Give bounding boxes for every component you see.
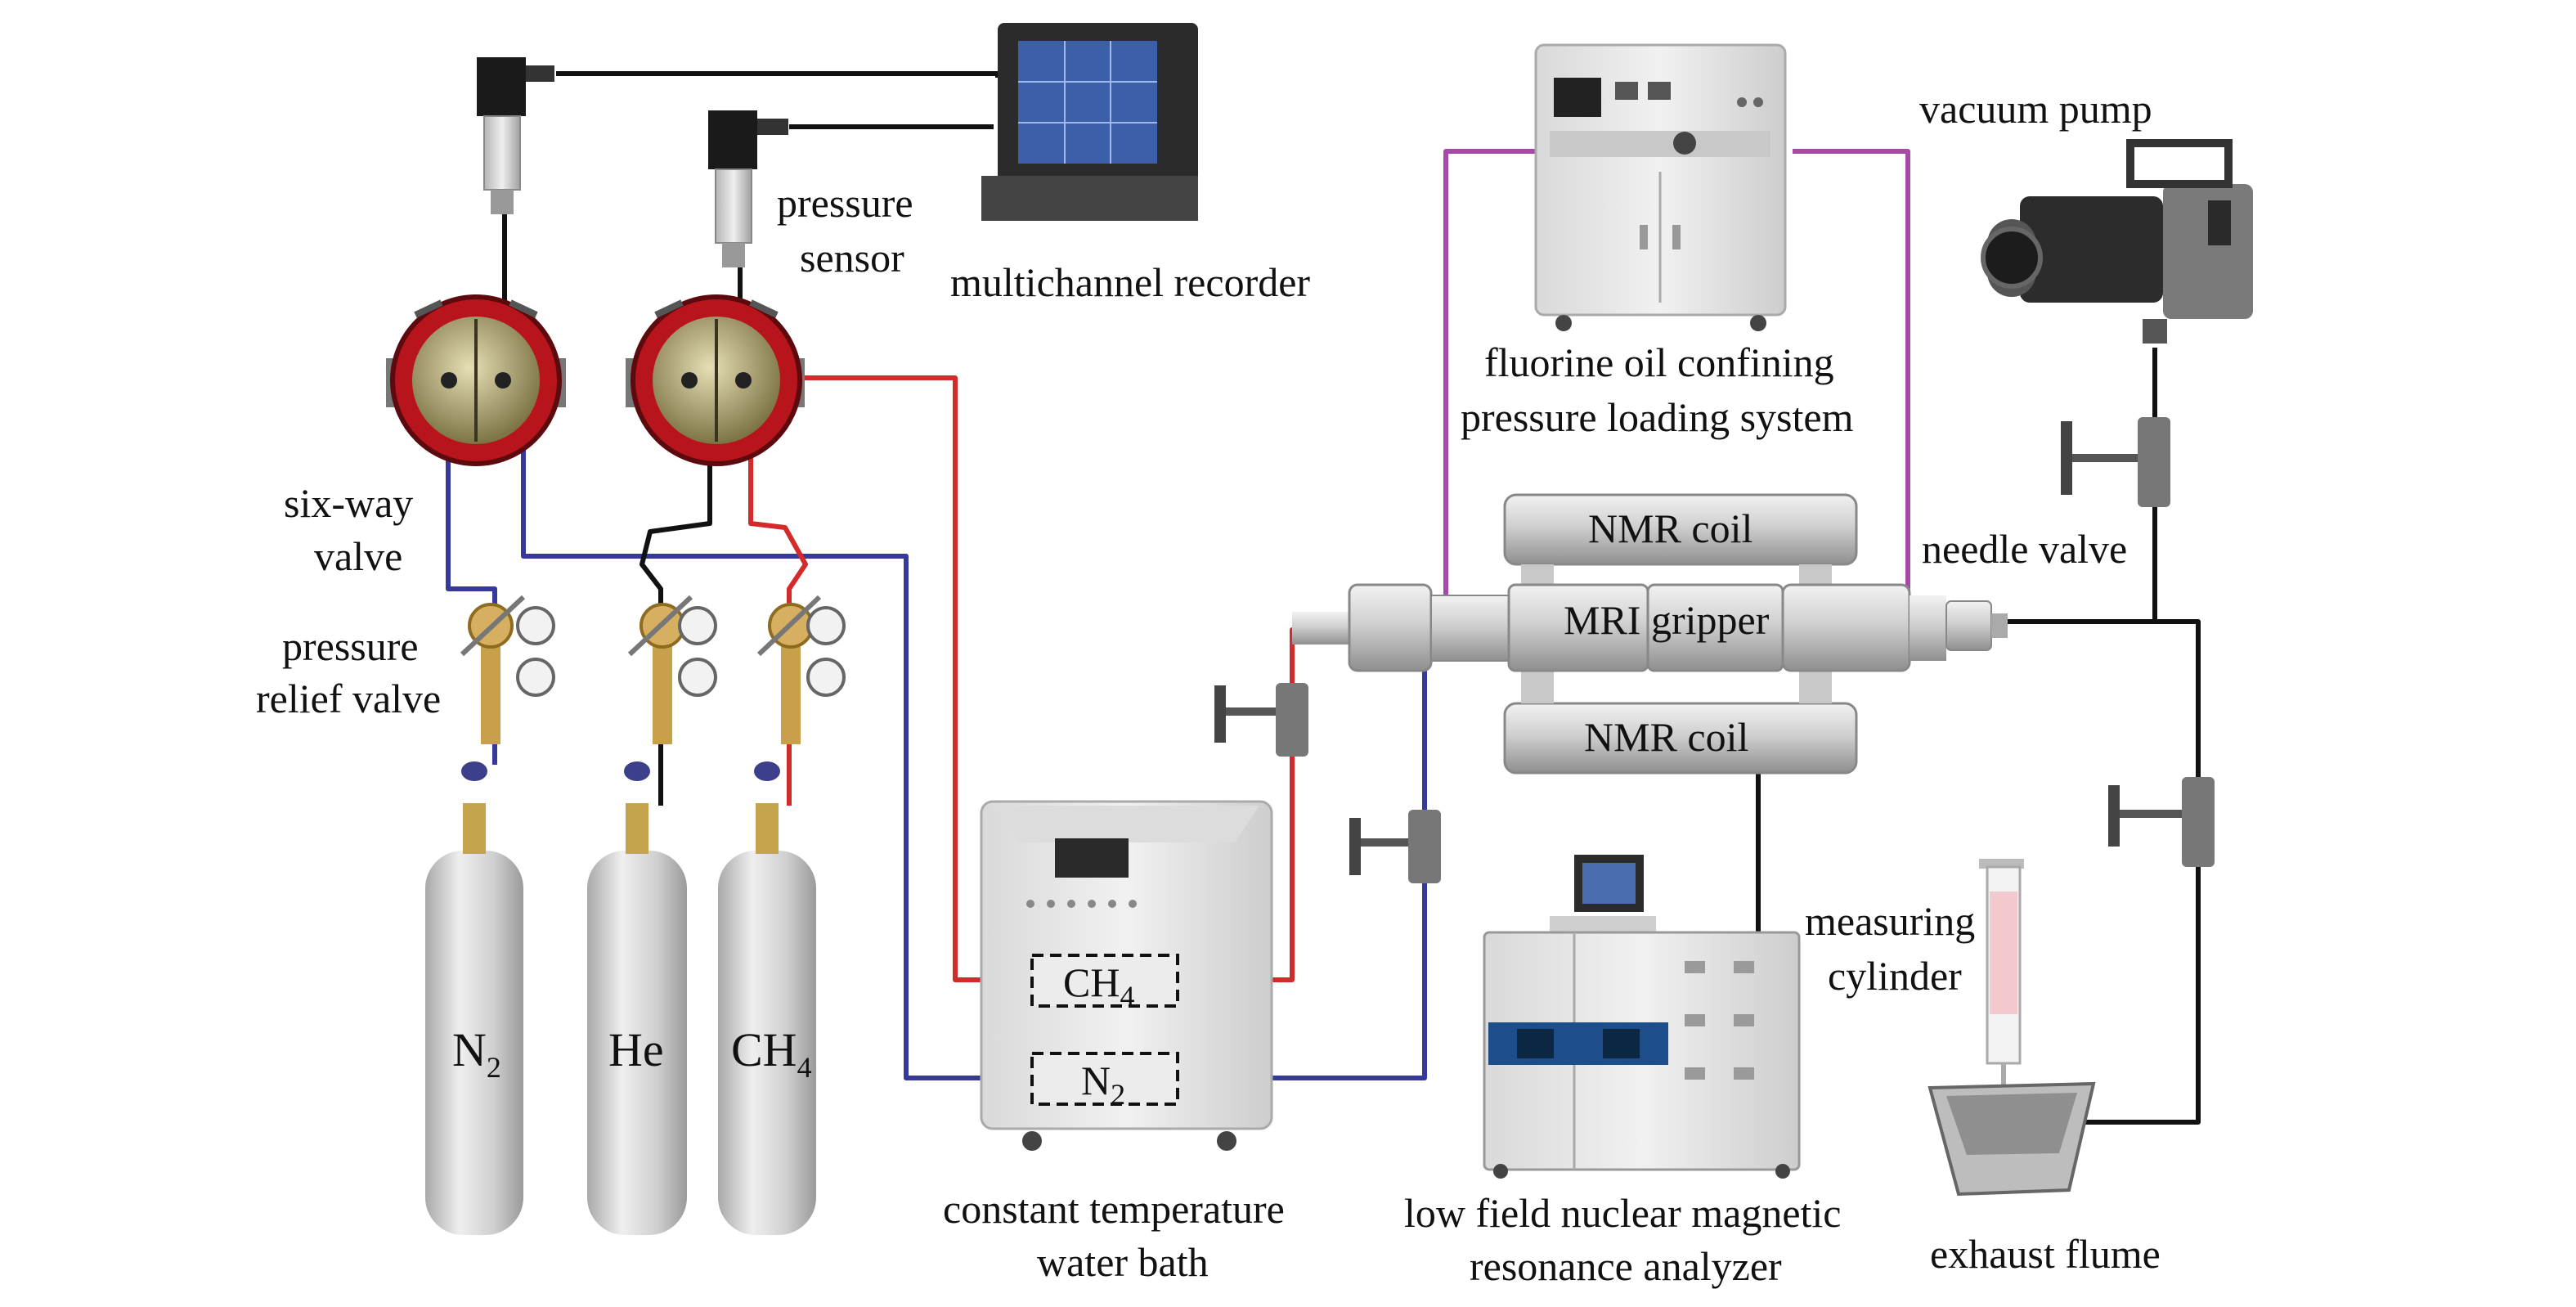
label-exhaust-flume: exhaust flume	[1930, 1231, 2161, 1277]
nmr-analyzer	[1483, 855, 1801, 1179]
label-pressure-relief-1: pressure	[282, 623, 419, 669]
label-vacuum-pump: vacuum pump	[1919, 86, 2152, 132]
needle-valve-icon	[2138, 417, 2170, 507]
gas-cylinder-icon	[587, 851, 687, 1235]
nmr-coil-top	[1503, 493, 1858, 566]
confining-line-right	[1793, 149, 1910, 601]
pressure-relief-valve-1	[460, 595, 555, 744]
label-multichannel-recorder: multichannel recorder	[950, 259, 1310, 305]
exhaust-flume	[1928, 1081, 2096, 1197]
label-pressure-sensor-1: pressure	[777, 180, 913, 226]
needle-valve-vacuum	[2061, 417, 2170, 507]
label-mri-gripper: MRI gripper	[1564, 597, 1770, 643]
label-measuring-1: measuring	[1805, 898, 1975, 944]
confining-line-left	[1443, 149, 1536, 601]
needle-valve-n2	[1349, 810, 1441, 883]
cylinder-label-n2: N2	[452, 1023, 501, 1084]
label-fluorine-2: pressure loading system	[1461, 394, 1854, 440]
label-measuring-2: cylinder	[1828, 953, 1962, 999]
bath-box-ch4	[1030, 954, 1179, 1008]
needle-valve-icon	[2182, 777, 2215, 867]
pressure-relief-valve-3	[756, 595, 846, 744]
six-way-valve-1	[386, 294, 566, 466]
nmr-coil-bottom	[1503, 702, 1858, 775]
label-water-bath-1: constant temperature	[943, 1186, 1285, 1232]
svg-text:CH4: CH4	[1063, 959, 1134, 1013]
pressure-sensor-icon	[477, 57, 526, 116]
label-pressure-relief-2: relief valve	[256, 676, 441, 721]
pressure-relief-valve-2	[627, 595, 717, 744]
water-bath: CH4 N2	[980, 800, 1273, 1151]
pressure-sensor-1	[477, 57, 554, 214]
label-six-way-valve-2: valve	[314, 533, 402, 579]
label-nmr-analyzer-1: low field nuclear magnetic	[1404, 1190, 1842, 1236]
signal-line-sensor-1	[556, 71, 1000, 78]
label-six-way-valve-1: six-way	[284, 480, 413, 526]
label-nmr-analyzer-2: resonance analyzer	[1470, 1243, 1782, 1289]
label-fluorine-1: fluorine oil confining	[1484, 339, 1834, 385]
cylinder-label-he: He	[608, 1023, 664, 1076]
needle-valve-exhaust	[2108, 777, 2215, 867]
measuring-cylinder	[1979, 859, 2024, 1088]
bath-box-n2	[1030, 1052, 1179, 1106]
vacuum-pump-icon	[2020, 196, 2163, 303]
nmr-assembly	[1292, 493, 2008, 775]
gas-cylinder-icon	[425, 851, 523, 1235]
pressure-sensor-2	[708, 110, 788, 267]
svg-text:N2: N2	[1081, 1058, 1125, 1111]
vacuum-pump	[1981, 139, 2253, 344]
label-water-bath-2: water bath	[1037, 1239, 1209, 1285]
label-nmr-coil-bottom: NMR coil	[1584, 714, 1748, 760]
needle-valve-icon	[1408, 810, 1441, 883]
six-way-valve-2	[626, 294, 805, 466]
cylinder-label-ch4: CH4	[731, 1023, 812, 1084]
pressure-sensor-icon	[708, 110, 757, 169]
label-needle-valve: needle valve	[1922, 526, 2127, 572]
n2-main-line	[521, 384, 1032, 1080]
multichannel-recorder	[981, 23, 1198, 221]
gas-cylinder-icon	[718, 851, 816, 1235]
gas-cylinder-n2: N2	[425, 761, 523, 1235]
needle-valve-ch4	[1214, 683, 1308, 757]
labels: pressure sensor multichannel recorder si…	[256, 86, 2161, 1289]
needle-valve-icon	[1276, 683, 1308, 757]
gas-cylinder-he: He	[587, 761, 687, 1235]
fluorine-oil-cabinet	[1534, 43, 1787, 331]
label-nmr-coil-top: NMR coil	[1588, 505, 1752, 551]
gas-cylinder-ch4: CH4	[718, 761, 816, 1235]
outlet-line	[2004, 619, 2201, 1125]
label-pressure-sensor-2: sensor	[800, 235, 904, 281]
